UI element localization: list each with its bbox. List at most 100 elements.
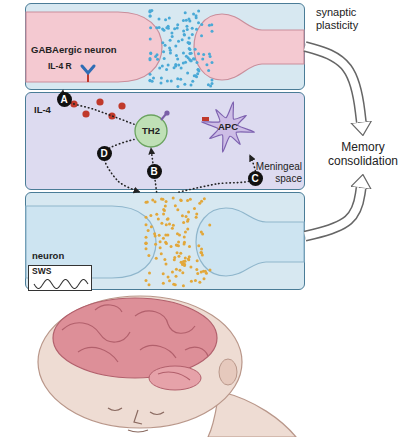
cell-body — [135, 115, 167, 147]
transmitter-dot — [173, 258, 176, 261]
transmitter-dot — [209, 269, 212, 272]
transmitter-dot — [188, 42, 191, 45]
transmitter-dot — [196, 259, 199, 262]
transmitter-dot — [170, 245, 173, 248]
transmitter-dot — [179, 252, 182, 255]
meningeal-panel: IL-4Meningeal spaceTH2APC — [25, 92, 305, 190]
outcome-box: Memory consolidation — [326, 136, 400, 174]
transmitter-dot — [149, 52, 152, 55]
transmitter-dot — [198, 202, 201, 205]
receptor-head — [82, 66, 94, 73]
transmitter-dot — [165, 26, 168, 29]
transmitter-dot — [164, 18, 167, 21]
transmitter-dot — [181, 38, 184, 41]
transmitter-dot — [186, 72, 189, 75]
nose — [134, 410, 142, 424]
transmitter-dot — [210, 23, 213, 26]
transmitter-dot — [196, 61, 199, 64]
transmitter-dot — [195, 268, 198, 271]
transmitter-dot — [195, 28, 198, 31]
transmitter-dot — [158, 67, 161, 70]
face-features — [108, 408, 164, 432]
transmitter-dot — [168, 47, 171, 50]
brain-gyri — [62, 305, 208, 380]
transmitter-dot — [182, 30, 185, 33]
transmitter-dot — [185, 55, 188, 58]
transmitter-dot — [183, 263, 186, 266]
transmitter-dot — [194, 279, 197, 282]
transmitter-dot — [197, 69, 200, 72]
transmitter-dot — [187, 211, 190, 214]
transmitter-dot — [160, 222, 163, 225]
transmitter-dot — [166, 218, 169, 221]
transmitter-dot — [161, 41, 164, 44]
il4-molecule — [82, 110, 89, 117]
head-outline — [38, 296, 242, 428]
transmitter-dot — [176, 85, 179, 88]
transmitter-dot — [178, 269, 181, 272]
transmitter-dot — [147, 229, 150, 232]
transmitter-dot — [190, 52, 193, 55]
transmitter-dot — [154, 243, 157, 246]
transmitter-dot — [188, 58, 191, 61]
transmitter-dot — [188, 47, 191, 50]
gyrus — [62, 323, 130, 342]
transmitter-dot — [162, 237, 165, 240]
transmitter-dot — [162, 50, 165, 53]
transmitter-dot — [181, 214, 184, 217]
transmitter-dot — [161, 64, 164, 67]
transmitter-dot — [185, 25, 188, 28]
sleep-stage-label: SWS — [32, 267, 62, 277]
transmitter-dot — [173, 66, 176, 69]
transmitter-dot — [149, 10, 152, 13]
transmitter-dot — [203, 277, 206, 280]
gyrus — [135, 311, 195, 333]
transmitter-dot — [180, 261, 183, 264]
transmitter-dot — [187, 258, 190, 261]
transmitter-dot — [183, 33, 186, 36]
transmitter-dot — [165, 200, 168, 203]
transmitter-dot — [160, 198, 163, 201]
transmitter-dot — [211, 30, 214, 33]
transmitter-dot — [176, 251, 179, 254]
transmitter-dot — [209, 55, 212, 58]
transmitter-dot — [145, 223, 148, 226]
transmitter-dot — [149, 57, 152, 60]
transmitter-dot — [196, 272, 199, 275]
transmitter-dot — [177, 255, 180, 258]
transmitter-dot — [176, 57, 179, 60]
transmitter-dot — [162, 272, 165, 275]
transmitter-dot — [152, 76, 155, 79]
transmitter-dot — [163, 209, 166, 212]
connector-group — [305, 188, 361, 236]
transmitter-dot — [159, 246, 162, 249]
transmitter-dot — [147, 254, 150, 257]
brain — [53, 298, 217, 378]
transmitter-dot — [191, 27, 194, 30]
transmitter-dot — [195, 213, 198, 216]
transmitter-dot — [181, 271, 184, 274]
transmitter-dot — [164, 241, 167, 244]
transmitter-dot — [165, 68, 168, 71]
transmitter-dot — [145, 241, 148, 244]
transmitter-dot — [203, 197, 206, 200]
transmitter-dot — [189, 198, 192, 201]
transmitter-dot — [194, 74, 197, 77]
transmitter-dot — [175, 54, 178, 57]
transmitter-dot — [189, 266, 192, 269]
tcr-receptor-head — [164, 110, 169, 115]
transmitter-dot — [176, 208, 179, 211]
transmitter-dot — [150, 225, 153, 228]
gyrus — [140, 345, 176, 358]
receptor-label: IL-4 R — [48, 62, 88, 72]
transmitter-dot — [184, 61, 187, 64]
mouth — [128, 430, 148, 432]
transmitter-dot — [148, 271, 151, 274]
cell-label: GABAergic neuron — [31, 45, 141, 56]
transmitter-dot — [200, 34, 203, 37]
transmitter-dot — [162, 208, 165, 211]
transmitter-dot — [197, 52, 200, 55]
transmitter-dot — [162, 29, 165, 32]
transmitter-dot — [193, 57, 196, 60]
